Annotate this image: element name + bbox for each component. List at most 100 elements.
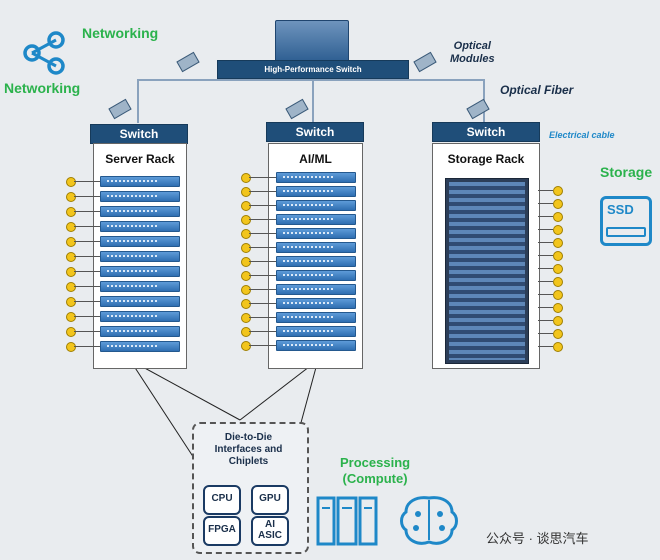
cable [249, 345, 276, 346]
connector-icon [241, 327, 251, 337]
connector-icon [241, 257, 251, 267]
server-unit [100, 326, 180, 337]
cable [74, 346, 100, 347]
gpu-chip: GPU [251, 485, 289, 515]
cable [249, 317, 276, 318]
cable [249, 219, 276, 220]
server-stack-icon [316, 496, 378, 546]
connector-icon [553, 342, 563, 352]
server-unit [100, 236, 180, 247]
server-unit [100, 221, 180, 232]
aiml-unit [276, 326, 356, 337]
storage-label: Storage [600, 164, 653, 180]
server-unit [100, 281, 180, 292]
connector-icon [553, 199, 563, 209]
cable [538, 281, 553, 282]
networking-label: Networking [4, 80, 81, 96]
server-unit [100, 266, 180, 277]
switch-aiml: Switch [266, 122, 364, 142]
connector-icon [241, 299, 251, 309]
hps-chassis [275, 20, 349, 62]
ai-asic-chip: AI ASIC [251, 516, 289, 546]
cable [538, 229, 553, 230]
switch-server: Switch [90, 124, 188, 144]
cable [538, 333, 553, 334]
connector-icon [553, 186, 563, 196]
cable [74, 271, 100, 272]
connector-icon [241, 243, 251, 253]
aiml-rack-title: AI/ML [299, 152, 332, 166]
server-unit [100, 251, 180, 262]
connector-icon [66, 222, 76, 232]
connector-icon [241, 313, 251, 323]
cable [249, 261, 276, 262]
connector-icon [66, 312, 76, 322]
aiml-unit [276, 256, 356, 267]
cable [538, 255, 553, 256]
server-unit [100, 341, 180, 352]
aiml-unit [276, 200, 356, 211]
connector-icon [66, 192, 76, 202]
server-unit [100, 191, 180, 202]
server-unit [100, 206, 180, 217]
connector-icon [553, 277, 563, 287]
cable [249, 205, 276, 206]
connector-icon [241, 187, 251, 197]
cable [74, 256, 100, 257]
electrical-cable-label: Electrical cable [549, 130, 615, 140]
optical-fiber-label: Optical Fiber [500, 83, 574, 97]
connector-icon [241, 173, 251, 183]
aiml-unit [276, 284, 356, 295]
aiml-unit [276, 298, 356, 309]
cpu-chip: CPU [203, 485, 241, 515]
storage-rack: Storage Rack [432, 143, 540, 369]
aiml-unit [276, 228, 356, 239]
connector-icon [553, 290, 563, 300]
ssd-label: SSD [607, 202, 634, 217]
die-to-die-label: Die-to-Die Interfaces and Chiplets [214, 432, 283, 467]
cable [249, 289, 276, 290]
cable [74, 181, 100, 182]
cable [74, 286, 100, 287]
aiml-unit [276, 172, 356, 183]
cable [538, 346, 553, 347]
connector-icon [66, 207, 76, 217]
connector-icon [66, 342, 76, 352]
connector-icon [241, 271, 251, 281]
cable [249, 247, 276, 248]
watermark: 公众号 · 谈思汽车 [486, 531, 589, 546]
cable [249, 275, 276, 276]
connector-icon [553, 316, 563, 326]
switch-storage: Switch [432, 122, 540, 142]
connector-icon [553, 264, 563, 274]
server-unit [100, 296, 180, 307]
cable [538, 190, 553, 191]
aiml-unit [276, 186, 356, 197]
cable [538, 242, 553, 243]
server-unit [100, 311, 180, 322]
aiml-unit [276, 340, 356, 351]
connector-icon [241, 285, 251, 295]
hps-bar: High-Performance Switch [217, 60, 409, 79]
cable [74, 331, 100, 332]
processing-label: Processing (Compute) [340, 455, 411, 486]
aiml-unit [276, 270, 356, 281]
network-share-icon [23, 31, 65, 75]
networking-label-top: Networking [82, 25, 159, 41]
server-unit [100, 176, 180, 187]
aiml-unit [276, 214, 356, 225]
cable [538, 268, 553, 269]
connector-icon [553, 329, 563, 339]
optical-modules-label: Optical Modules [450, 40, 495, 65]
connector-icon [66, 177, 76, 187]
connector-icon [241, 229, 251, 239]
connector-icon [241, 215, 251, 225]
cable [249, 233, 276, 234]
cable [249, 177, 276, 178]
cable [74, 316, 100, 317]
aiml-unit [276, 312, 356, 323]
connector-icon [241, 201, 251, 211]
connector-icon [66, 297, 76, 307]
cable [74, 301, 100, 302]
connector-icon [66, 267, 76, 277]
